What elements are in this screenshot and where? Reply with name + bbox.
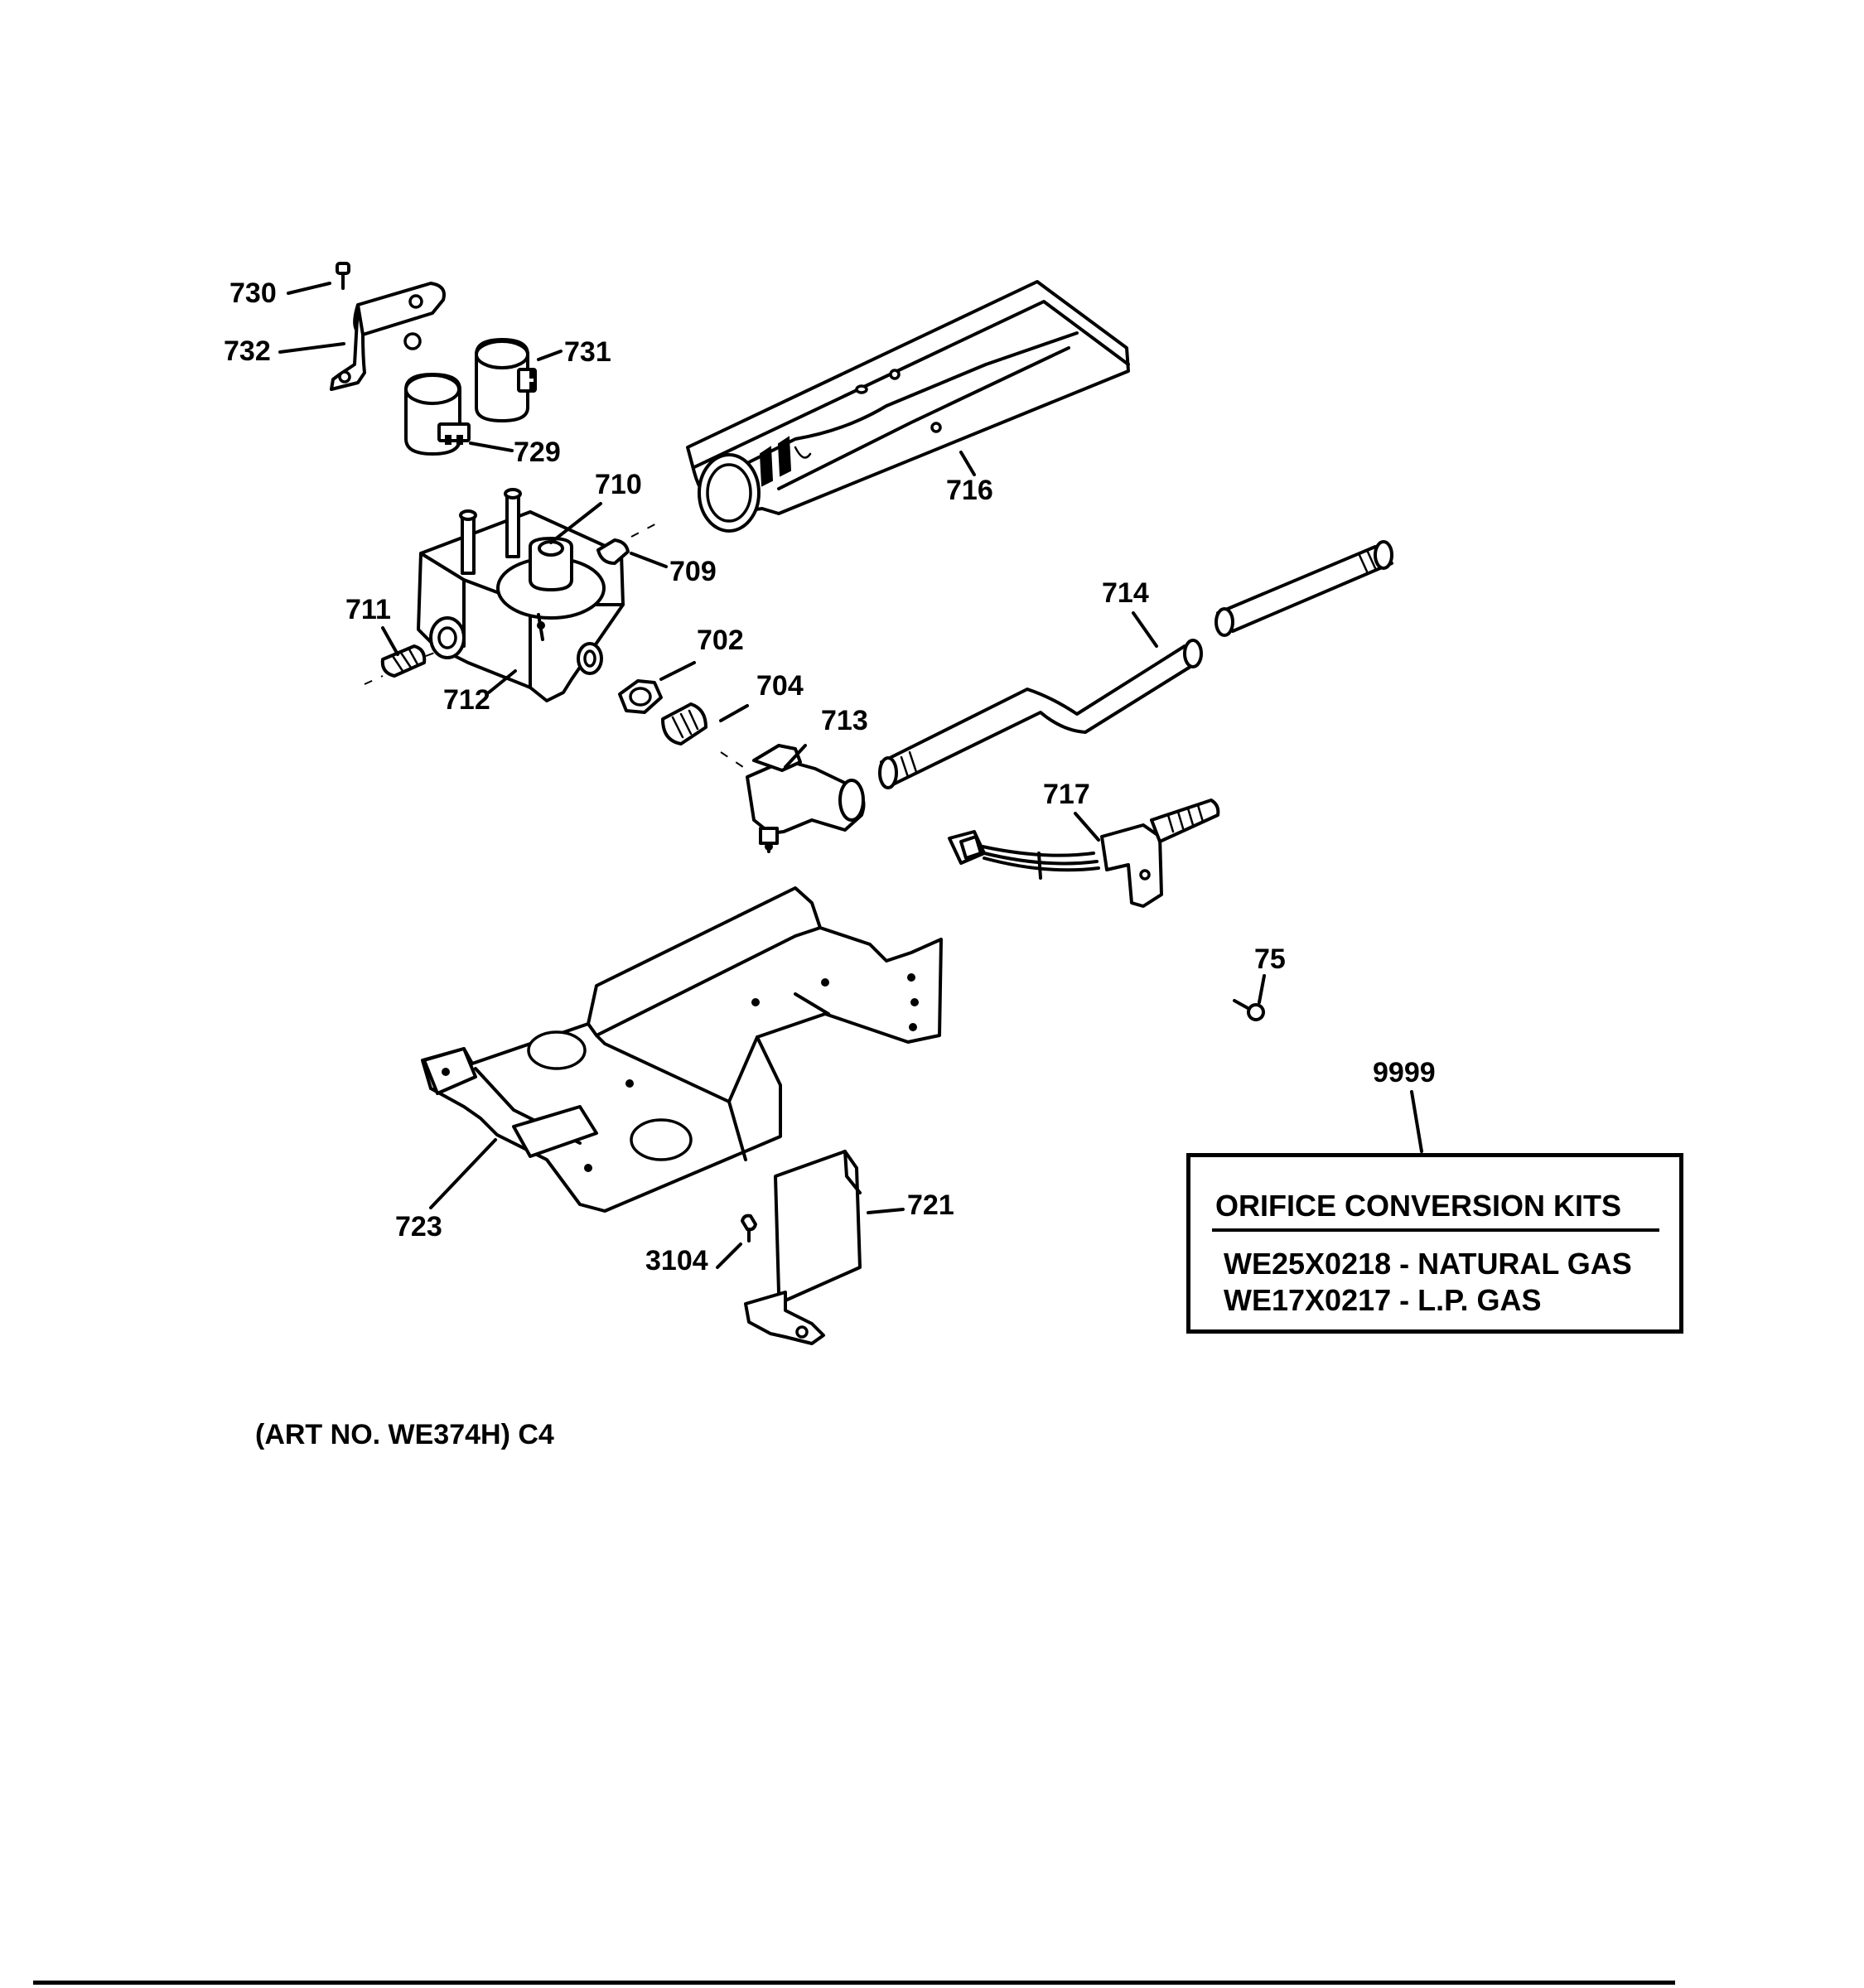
callout-732: 732	[224, 335, 271, 367]
coil-729	[404, 373, 471, 456]
callout-731: 731	[564, 336, 611, 368]
orifice-conversion-kits-box: ORIFICE CONVERSION KITS WE25X0218 - NATU…	[1186, 1153, 1683, 1334]
callout-75: 75	[1254, 943, 1286, 975]
callout-9999: 9999	[1373, 1057, 1436, 1088]
callout-710: 710	[595, 469, 642, 500]
orifice-704	[661, 702, 746, 770]
coil-731	[475, 338, 537, 422]
callout-3104: 3104	[645, 1245, 708, 1276]
screw-3104	[741, 1214, 757, 1242]
kit-row-natural-gas: WE25X0218 - NATURAL GAS	[1224, 1247, 1632, 1281]
callout-711: 711	[345, 594, 391, 625]
shield-bracket-721	[744, 1150, 862, 1345]
callout-704: 704	[756, 670, 804, 702]
kit-row-lp-gas: WE17X0217 - L.P. GAS	[1224, 1283, 1542, 1317]
screw-75	[1233, 999, 1265, 1021]
kit-box-title: ORIFICE CONVERSION KITS	[1215, 1189, 1622, 1223]
leader-lines	[278, 282, 1423, 1269]
bottom-divider	[33, 1981, 1675, 1985]
callout-729: 729	[514, 437, 561, 468]
nut-702	[618, 679, 663, 714]
burner-716	[686, 280, 1130, 533]
kit-box-underline	[1212, 1228, 1659, 1232]
callout-723: 723	[395, 1211, 442, 1242]
callout-717: 717	[1043, 779, 1090, 810]
plug-711	[364, 644, 440, 685]
coil-bracket-732	[330, 282, 446, 391]
callout-730: 730	[229, 277, 277, 309]
burner-bracket-723	[421, 886, 943, 1213]
screw-730	[336, 262, 350, 290]
gas-tube-714	[878, 540, 1393, 789]
callout-716: 716	[946, 475, 993, 506]
fitting-709	[596, 519, 664, 565]
gas-valve-712	[417, 488, 625, 702]
igniter-717	[948, 799, 1220, 908]
elbow-valve-713	[746, 744, 866, 853]
art-number-caption: (ART NO. WE374H) C4	[255, 1419, 554, 1450]
callout-702: 702	[697, 625, 744, 656]
callout-709: 709	[669, 556, 717, 587]
callout-721: 721	[907, 1189, 954, 1221]
callout-714: 714	[1102, 577, 1149, 609]
callout-712: 712	[443, 684, 490, 716]
callout-713: 713	[821, 705, 868, 736]
